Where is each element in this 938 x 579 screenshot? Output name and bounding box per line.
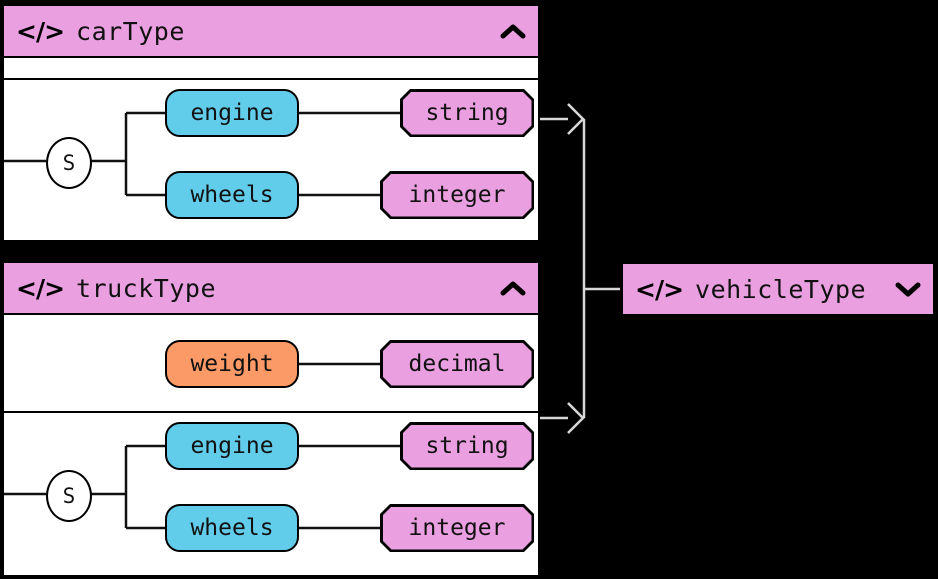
- element-node-wheels[interactable]: wheels: [165, 171, 299, 219]
- trucktype-weight-connector: [297, 362, 382, 366]
- type-node-label: decimal: [383, 343, 532, 386]
- element-node-label: weight: [190, 351, 274, 377]
- type-node-label: integer: [383, 507, 532, 550]
- code-icon: </>: [16, 273, 65, 303]
- type-node-string[interactable]: string: [400, 422, 534, 470]
- arrow-head-icon: [567, 103, 585, 135]
- bar-title-vehicletype: vehicleType: [695, 274, 867, 304]
- sequence-node[interactable]: S: [46, 470, 92, 522]
- type-node-integer[interactable]: integer: [380, 171, 534, 219]
- panel-title-cartype: carType: [76, 16, 185, 46]
- cartype-empty-row: [4, 58, 538, 80]
- element-node-wheels[interactable]: wheels: [165, 504, 299, 552]
- chevron-up-icon[interactable]: [500, 278, 526, 298]
- type-node-string[interactable]: string: [400, 89, 534, 137]
- trucktype-weight-row: weight decimal: [4, 315, 538, 413]
- type-node-decimal[interactable]: decimal: [380, 340, 534, 388]
- sequence-node[interactable]: S: [46, 137, 92, 189]
- sequence-node-label: S: [62, 151, 76, 175]
- arrow-head-icon: [567, 402, 585, 434]
- element-node-label: wheels: [190, 515, 274, 541]
- chevron-up-icon[interactable]: [500, 21, 526, 41]
- trucktype-sequence-row: S engine wheels string integer: [4, 415, 538, 575]
- panel-title-trucktype: truckType: [76, 273, 216, 303]
- type-node-label: string: [403, 425, 532, 468]
- sequence-node-label: S: [62, 484, 76, 508]
- element-node-engine[interactable]: engine: [165, 89, 299, 137]
- element-node-label: wheels: [190, 182, 274, 208]
- panel-header-trucktype[interactable]: </> truckType: [4, 263, 538, 315]
- type-node-label: string: [403, 92, 532, 135]
- element-node-label: engine: [190, 100, 274, 126]
- cartype-connector-lines: [4, 111, 402, 197]
- code-icon: </>: [16, 16, 65, 46]
- element-node-weight[interactable]: weight: [165, 340, 299, 388]
- cartype-sequence-row: S engine wheels string integer: [4, 82, 538, 240]
- chevron-down-icon[interactable]: [895, 279, 921, 299]
- trucktype-connector-lines: [4, 444, 402, 530]
- collapsed-bar-vehicletype[interactable]: </> vehicleType: [620, 261, 936, 317]
- element-node-engine[interactable]: engine: [165, 422, 299, 470]
- panel-cartype[interactable]: </> carType: [2, 4, 540, 242]
- type-node-integer[interactable]: integer: [380, 504, 534, 552]
- code-icon: </>: [635, 274, 684, 304]
- panel-trucktype[interactable]: </> truckType weight decimal: [2, 261, 540, 577]
- panel-header-cartype[interactable]: </> carType: [4, 6, 538, 58]
- type-node-label: integer: [383, 174, 532, 217]
- element-node-label: engine: [190, 433, 274, 459]
